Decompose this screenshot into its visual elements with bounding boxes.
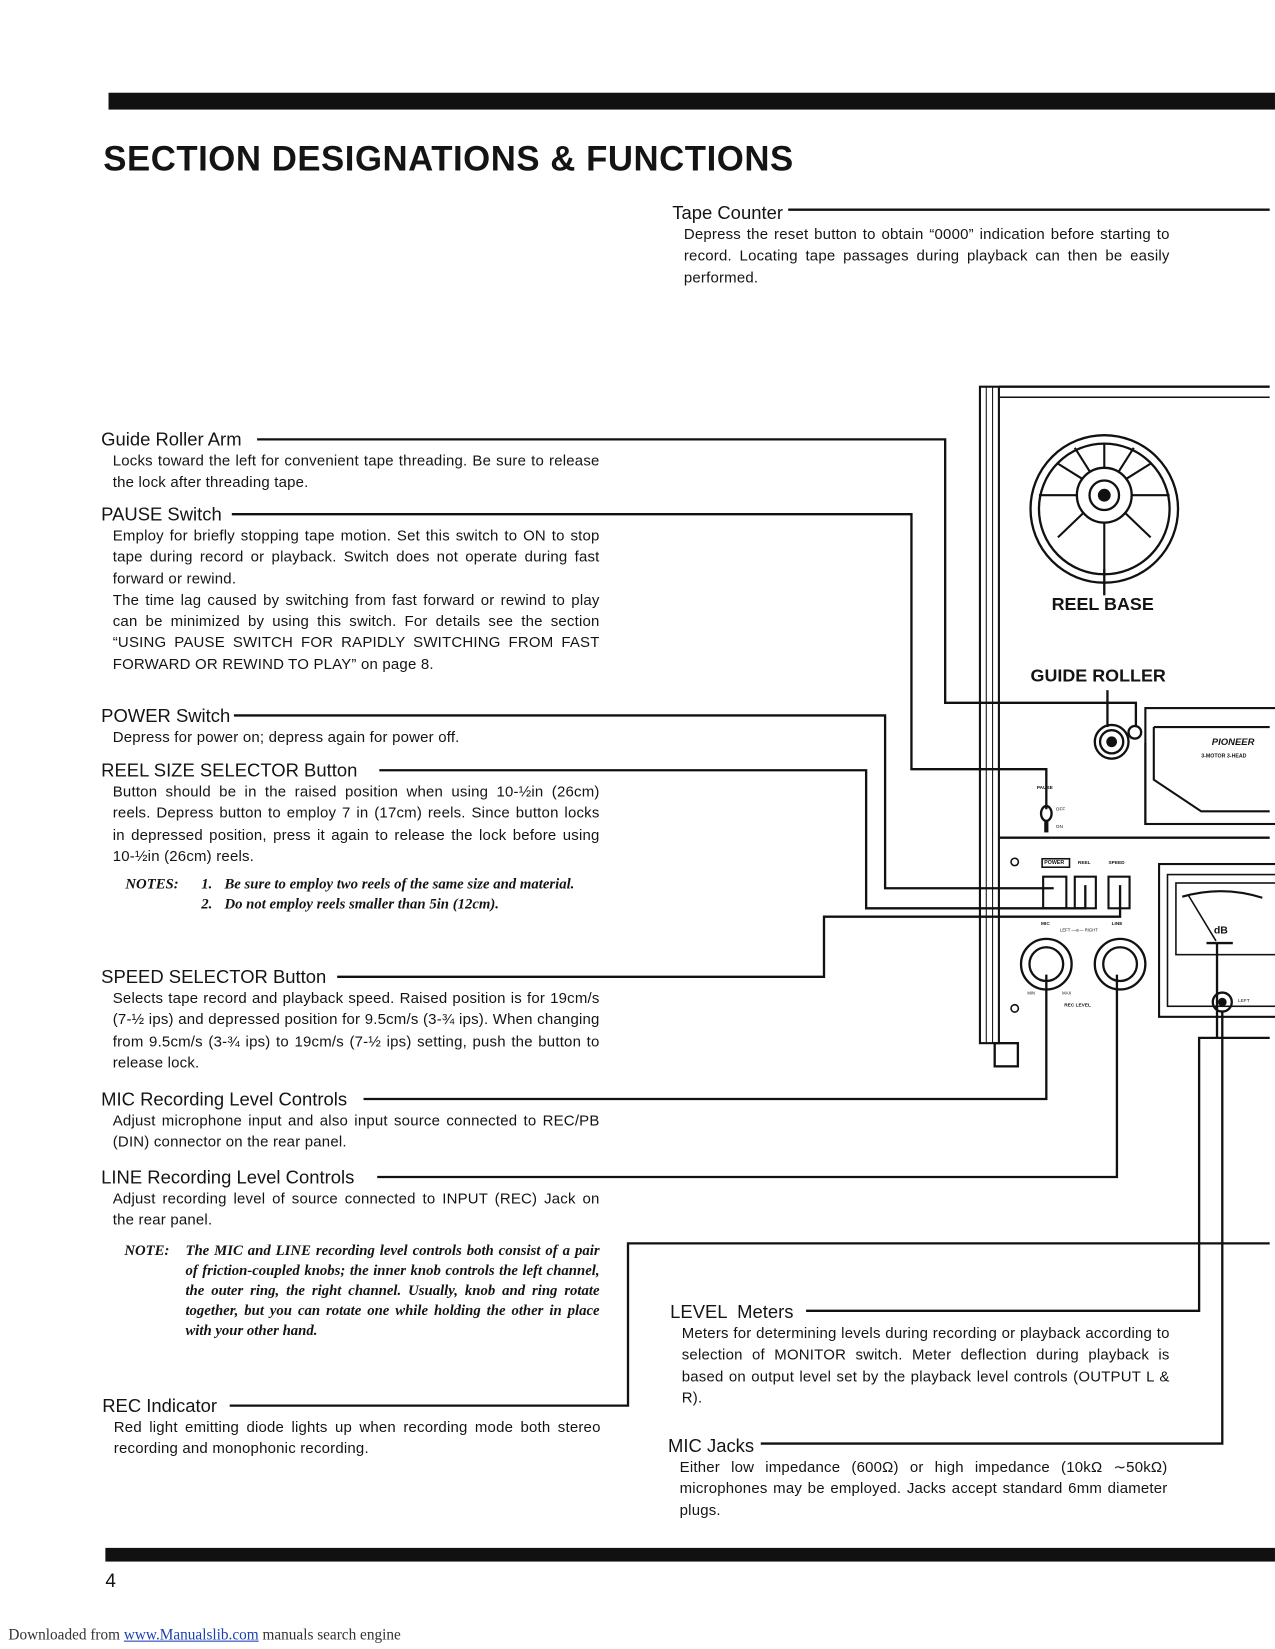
leader-level-meters [806,1036,1270,1312]
level-meter-icon [1175,882,1275,956]
heading: LINE Recording Level Controls [101,1165,357,1189]
off-label: OFF [1055,806,1066,812]
reel-button-icon [1073,875,1097,910]
mic-level-knob-icon [1019,937,1073,991]
body: Selects tape record and playback speed. … [112,990,600,1072]
leader-pause [231,513,1048,810]
line-level-note: NOTE: The MIC and LINE recording level co… [124,1241,599,1341]
heading: REEL SIZE SELECTOR Button [101,758,360,782]
power-button-icon [1042,875,1068,910]
mic-label: MIC [1041,920,1050,927]
notes-label: NOTES: [125,876,179,893]
model-line: 3-MOTOR 3-HEAD [1201,753,1247,760]
note-number: 2. [201,896,213,913]
deck-illustration [978,385,1275,1068]
note-text: The MIC and LINE recording level control… [185,1243,600,1340]
heading: PAUSE Switch [101,502,224,526]
leader-mic-jacks [760,1011,1224,1445]
heading: Guide Roller Arm [101,427,244,451]
note-text: Be sure to employ two reels of the same … [224,876,575,893]
leader-power [233,714,1054,890]
heading: Tape Counter [672,201,786,225]
min-label: MIN [1027,990,1036,996]
manualslib-link[interactable]: www.Manualslib.com [123,1626,259,1644]
note-text: Do not employ reels smaller than 5in (12… [224,896,499,913]
section-reel-size-selector: REEL SIZE SELECTOR Button Button should … [101,758,600,868]
max-label: MAX [1062,990,1072,996]
body: Red light emitting diode lights up when … [113,1419,601,1458]
body: Adjust recording level of source connect… [112,1190,600,1229]
left-label: LEFT [1238,997,1250,1004]
section-speed-selector: SPEED SELECTOR Button Selects tape recor… [101,965,599,1074]
db-label: dB [1213,925,1228,937]
rec-level-label: REC LEVEL [1064,1002,1091,1008]
heading: MIC Jacks [668,1434,757,1458]
heading: MIC Recording Level Controls [101,1087,350,1111]
body: Depress for power on; depress again for … [112,729,460,747]
heading: SPEED SELECTOR Button [101,965,329,989]
leader-reel-size [379,769,1087,910]
leader-speed [337,885,1122,978]
section-mic-jacks: MIC Jacks Either low impedance (600Ω) or… [668,1434,1167,1521]
bottom-rule [105,1547,1275,1562]
section-tape-counter: Tape Counter Depress the reset button to… [672,201,1169,288]
speed-label: SPEED [1108,859,1125,866]
reel-base-label: REEL BASE [1051,594,1154,615]
heading: LEVEL Meters [670,1300,796,1324]
brand-logo: PIONEER [1211,736,1255,748]
section-guide-roller-arm: Guide Roller Arm Locks toward the left f… [101,427,600,494]
heading: POWER Switch [101,703,233,728]
body: Button should be in the raised position … [112,783,600,865]
body: Employ for briefly stopping tape motion.… [112,527,600,588]
reel-size-notes: NOTES: 1. Be sure to employ two reels of t… [125,875,599,915]
line-label: LINE [1111,920,1123,927]
power-label: POWER [1044,859,1065,867]
speed-button-icon [1107,875,1131,910]
download-footer: Downloaded from www.Manualslib.com manua… [8,1627,400,1645]
leader-mic-level [363,974,1048,1101]
section-line-recording-level: LINE Recording Level Controls Adjust rec… [101,1165,599,1231]
line-level-knob-icon [1093,937,1147,991]
leader-line-level [377,974,1119,1179]
body: Adjust microphone input and also input s… [112,1112,600,1151]
left-right-label: LEFT —◎— RIGHT [1060,927,1098,933]
guide-roller-icon [1093,723,1143,760]
heading: REC Indicator [102,1394,220,1418]
body: Meters for determining levels during rec… [681,1325,1170,1407]
body: Either low impedance (600Ω) or high impe… [679,1459,1168,1520]
section-mic-recording-level: MIC Recording Level Controls Adjust micr… [101,1087,599,1153]
section-rec-indicator: REC Indicator Red light emitting diode l… [102,1394,600,1460]
page-title: SECTION DESIGNATIONS & FUNCTIONS [103,139,794,179]
body: Depress the reset button to obtain “0000… [683,226,1170,287]
guide-roller-label: GUIDE ROLLER [1030,665,1166,686]
section-power-switch: POWER Switch Depress for power on; depre… [101,703,599,749]
reel-base-icon [1029,434,1180,584]
page-number: 4 [105,1570,116,1592]
leader-guide-roller-arm [257,438,1138,728]
footer-suffix: manuals search engine [258,1626,401,1644]
note-label: NOTE: [124,1243,170,1260]
section-level-meters: LEVEL Meters Meters for determining leve… [670,1300,1169,1409]
pause-switch-icon [1039,804,1053,833]
footer-prefix: Downloaded from [8,1626,124,1644]
reel-label: REEL [1077,859,1091,866]
top-rule [108,92,1275,110]
body-2: The time lag caused by switching from fa… [112,592,600,674]
on-label: ON [1055,823,1063,830]
leader-rec-indicator [229,1242,1270,1407]
pause-label: PAUSE [1036,785,1053,791]
section-pause-switch: PAUSE Switch Employ for briefly stopping… [101,502,600,676]
note-number: 1. [201,876,213,893]
mic-jack-icon [1211,991,1233,1013]
body: Locks toward the left for convenient tap… [112,453,600,492]
